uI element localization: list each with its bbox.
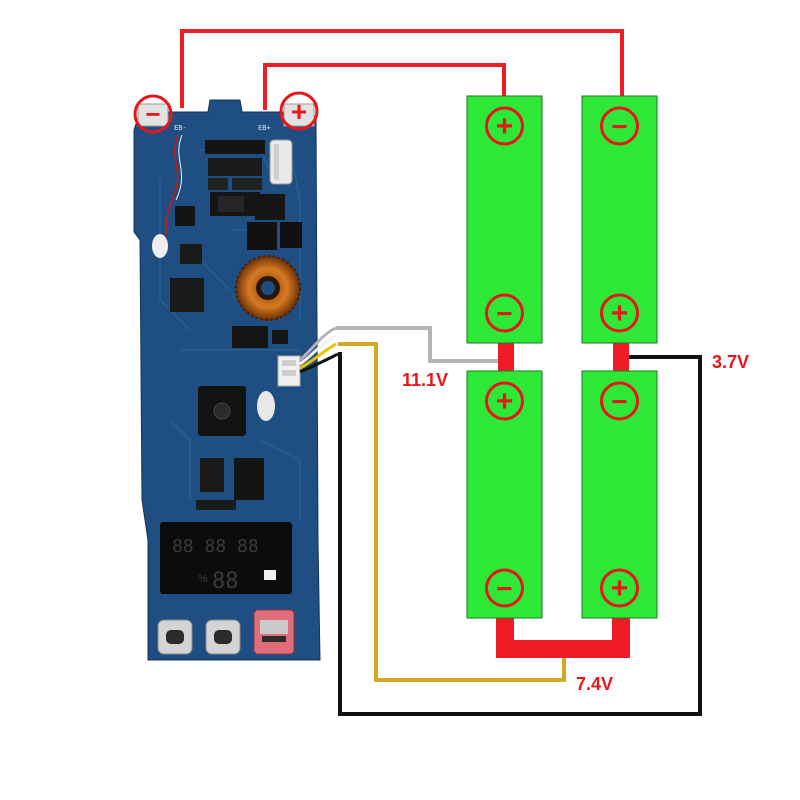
terminal-ring <box>485 106 524 146</box>
wire-gray-11v <box>336 326 504 363</box>
thermistor-2 <box>257 391 275 421</box>
voltage-label-3v: 3.7V <box>712 352 749 372</box>
power-push-button <box>198 386 246 436</box>
cell-bottom-left: +− <box>466 370 543 619</box>
balance-connector <box>277 355 301 387</box>
usb-c-port-1 <box>157 619 193 655</box>
series-link-left <box>498 340 514 372</box>
usb-c-port-2 <box>205 619 241 655</box>
terminal-ring <box>600 568 639 608</box>
top-ic-cluster <box>175 140 302 250</box>
terminal-ring <box>600 106 639 146</box>
wire-red-negative <box>180 29 624 108</box>
terminal-ring <box>600 293 639 333</box>
cell-body <box>466 370 543 619</box>
usb-a-port <box>253 609 295 655</box>
toroidal-inductor <box>235 255 301 321</box>
thermistor-1 <box>152 234 168 258</box>
mcu-chip <box>234 458 264 500</box>
pad-label-pos: EB+ <box>258 124 271 132</box>
series-links <box>496 340 630 658</box>
board-terminal-markers: − + <box>133 91 319 134</box>
wire-black-3v <box>338 352 702 716</box>
wire-gold-7v <box>338 342 566 682</box>
mosfet-2 <box>180 244 202 264</box>
battery-management-pcb: EB- EB+ <box>133 99 321 661</box>
cell-body <box>581 95 658 344</box>
terminal-ring <box>600 381 639 421</box>
battery-negative-pad <box>137 103 169 127</box>
terminal-plus-symbol: + <box>611 572 629 605</box>
board-negative-symbol: − <box>145 99 160 129</box>
cell-body <box>466 95 543 344</box>
lcd-percent-symbol: % <box>198 573 208 585</box>
cell-bottom-right: −+ <box>581 370 658 619</box>
terminal-ring <box>485 381 524 421</box>
lcd-top-digits: 88 88 88 <box>172 536 259 557</box>
cell-top-left: +− <box>466 95 543 344</box>
terminal-plus-symbol: + <box>611 297 629 330</box>
wire-red-positive <box>263 63 506 110</box>
lcd-display: 88 88 88 88 % <box>160 522 292 594</box>
terminal-plus-symbol: + <box>496 110 514 143</box>
voltage-label-11v: 11.1V <box>402 370 448 390</box>
terminal-minus-symbol: − <box>611 386 627 417</box>
pad-label-neg: EB- <box>174 124 187 132</box>
series-link-bottom <box>496 618 630 658</box>
battery-cells: +−−++−−+ <box>466 95 658 619</box>
terminal-ring <box>485 568 524 608</box>
voltage-label-7v: 7.4V <box>576 674 613 694</box>
capacitor-1 <box>269 139 293 185</box>
lcd-percent-digits: 88 <box>212 569 239 594</box>
terminal-ring <box>485 293 524 333</box>
terminal-minus-symbol: − <box>496 298 512 329</box>
terminal-minus-symbol: − <box>611 111 627 142</box>
board-negative-marker: − <box>133 94 173 134</box>
terminal-minus-symbol: − <box>496 573 512 604</box>
mosfet-1 <box>170 278 204 312</box>
cell-body <box>581 370 658 619</box>
cell-top-right: −+ <box>581 95 658 344</box>
board-positive-marker: + <box>279 91 319 131</box>
board-positive-symbol: + <box>291 96 307 127</box>
terminal-plus-symbol: + <box>496 385 514 418</box>
battery-positive-pad <box>283 103 315 127</box>
wires <box>180 29 702 716</box>
series-link-right <box>613 340 629 372</box>
